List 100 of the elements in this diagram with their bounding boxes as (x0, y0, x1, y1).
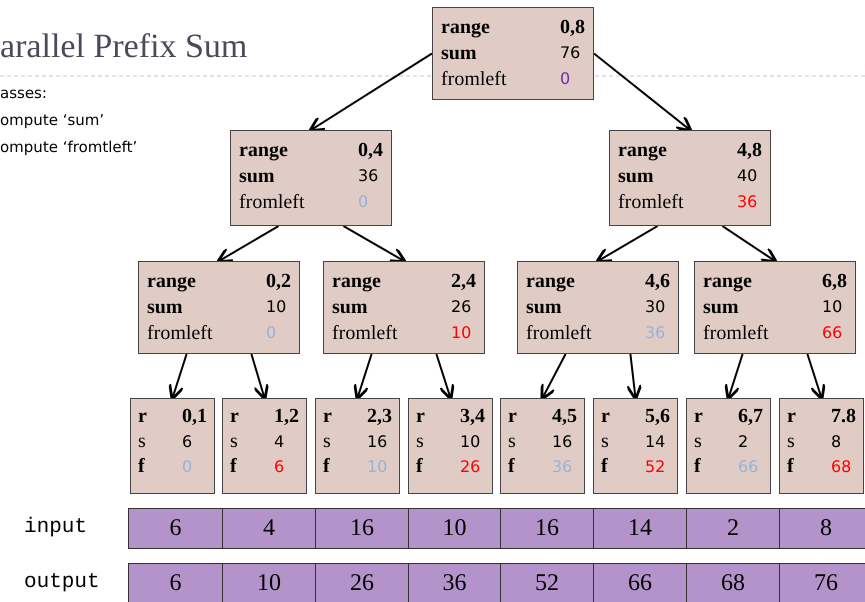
table-cell: 2 (686, 508, 780, 549)
table-cell: 52 (500, 563, 594, 602)
node-label: r (230, 404, 239, 429)
arrow (593, 52, 692, 132)
node-label: f (416, 454, 424, 479)
tree-node-box (517, 261, 679, 354)
node-label: r (694, 404, 703, 429)
node-value: 1,2 (274, 404, 299, 429)
table-cell: 68 (686, 563, 780, 602)
node-value: 0,8 (560, 15, 585, 40)
slide-title: arallel Prefix Sum (0, 28, 248, 66)
node-label: s (787, 429, 796, 454)
node-label: r (138, 404, 147, 429)
node-value: 4 (274, 431, 286, 453)
node-value: 10 (822, 296, 844, 318)
node-value: 7.8 (831, 404, 856, 429)
node-value: 76 (560, 42, 582, 64)
node-label: s (694, 429, 703, 454)
table-cell: 36 (408, 563, 501, 602)
node-value: 0,2 (266, 269, 291, 294)
table-cell: 76 (779, 563, 865, 602)
node-label: f (787, 454, 795, 479)
node-value: 10 (460, 431, 482, 453)
node-label: fromleft (703, 321, 769, 346)
tree-node-box (222, 398, 307, 494)
node-value: 26 (460, 456, 482, 478)
node-value: 0 (266, 322, 278, 344)
tree-node-box (230, 130, 392, 226)
node-value: 2 (738, 431, 750, 453)
node-value: 66 (738, 456, 760, 478)
node-value: 10 (266, 296, 288, 318)
tree-node-box (779, 398, 864, 494)
node-value: 2,4 (451, 269, 476, 294)
arrow (806, 354, 826, 401)
node-value: 14 (645, 431, 666, 453)
bullet-text: ompute ‘fromtleft’ (0, 138, 138, 156)
node-label: f (138, 454, 146, 479)
node-value: 40 (737, 165, 758, 187)
node-value: 36 (737, 191, 758, 213)
arrow (626, 354, 642, 401)
arrow (595, 225, 658, 264)
node-value: 26 (451, 296, 472, 318)
node-label: f (508, 454, 516, 479)
node-label: r (323, 404, 332, 429)
tree-node-box (130, 398, 215, 494)
node-value: 10 (451, 322, 472, 344)
node-label: range (332, 269, 382, 294)
node-label: s (323, 429, 332, 454)
tree-node-box (315, 398, 400, 494)
tree-node-box (432, 7, 594, 100)
node-value: 3,4 (460, 404, 485, 429)
row-label: output (24, 571, 100, 594)
node-value: 0,1 (182, 404, 207, 429)
node-value: 52 (645, 456, 666, 478)
node-label: s (416, 429, 425, 454)
node-label: s (230, 429, 239, 454)
table-cell: 14 (593, 508, 687, 549)
tree-node-box (686, 398, 771, 494)
node-value: 66 (822, 322, 844, 344)
node-value: 0 (560, 68, 572, 90)
node-value: 4,8 (737, 138, 762, 163)
arrow (342, 225, 407, 264)
tree-node-box (609, 130, 771, 226)
arrow (435, 354, 455, 401)
table-cell: 26 (315, 563, 409, 602)
node-label: f (694, 454, 702, 479)
node-label: sum (618, 164, 655, 189)
table-cell: 16 (500, 508, 594, 549)
node-label: sum (441, 41, 478, 66)
tree-node-box (694, 261, 856, 354)
tree-node-box (500, 398, 585, 494)
node-label: s (601, 429, 610, 454)
node-value: 16 (552, 431, 574, 453)
node-label: r (787, 404, 796, 429)
table-cell: 6 (128, 508, 223, 549)
node-label: r (416, 404, 425, 429)
node-label: fromleft (239, 190, 305, 215)
node-label: f (230, 454, 238, 479)
node-label: range (526, 269, 576, 294)
node-label: sum (239, 164, 276, 189)
arrow (353, 354, 373, 401)
table-cell: 16 (315, 508, 409, 549)
table-cell: 4 (222, 508, 316, 549)
node-label: fromleft (147, 321, 213, 346)
arrow (540, 354, 566, 401)
node-label: r (508, 404, 517, 429)
arrow (216, 225, 280, 264)
table-cell: 66 (593, 563, 687, 602)
table-cell: 8 (779, 508, 865, 549)
node-label: range (147, 269, 197, 294)
arrow (722, 225, 778, 264)
node-label: sum (703, 295, 740, 320)
node-label: f (601, 454, 609, 479)
node-label: s (508, 429, 517, 454)
node-value: 5,6 (645, 404, 670, 429)
node-label: fromleft (441, 67, 507, 92)
node-label: fromleft (618, 190, 684, 215)
table-cell: 10 (408, 508, 501, 549)
tree-node-box (593, 398, 678, 494)
node-label: range (703, 269, 753, 294)
